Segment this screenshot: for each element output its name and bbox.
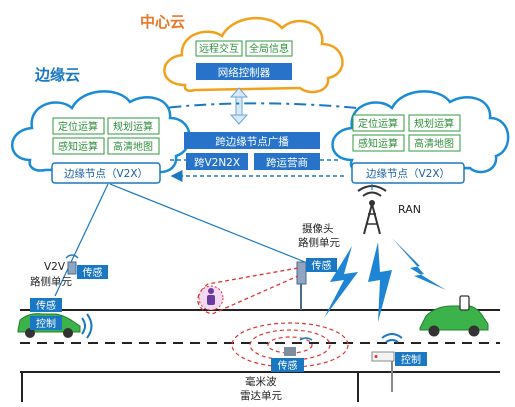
left-car-sense-tag-label: 传感 — [36, 299, 56, 312]
broadcast-box — [184, 132, 320, 149]
v2v-sense-tag — [77, 265, 108, 279]
right-car-icon — [419, 305, 489, 337]
camera-label-line1: 摄像头 — [302, 222, 334, 235]
left-node-to-car-line — [54, 183, 109, 297]
left-car-control-tag-label: 控制 — [36, 317, 56, 330]
ran-label: RAN — [398, 203, 421, 216]
edge-cloud-label: 边缘云 — [34, 66, 80, 84]
v2n2x-label: 跨V2N2X — [194, 157, 240, 169]
left-edge-node-label: 边缘节点（V2X） — [64, 167, 148, 180]
radar-label-line2: 雷达单元 — [240, 390, 282, 402]
radar-sense-tag — [271, 358, 304, 372]
right-edge-node-label: 边缘节点（V2X） — [366, 167, 450, 180]
global-info-label: 全局信息 — [249, 42, 289, 55]
camera-sense-tag-label: 传感 — [312, 259, 332, 272]
camera-sense-tag — [306, 258, 337, 272]
v2v-rsu-icon — [65, 254, 79, 275]
right-edge-cloud — [331, 90, 510, 174]
remote-interaction-box — [195, 40, 243, 57]
camera-detection-cone — [197, 267, 299, 315]
pedestrian-icon — [198, 285, 224, 311]
global-info-box — [245, 40, 293, 57]
left-box-positioning-label: 定位运算 — [58, 120, 98, 133]
right-box-planning-label: 规划运算 — [414, 117, 454, 130]
phone-icon — [459, 295, 470, 311]
left-box-positioning — [52, 117, 105, 135]
right-box-perception — [352, 134, 405, 152]
right-edge-node — [351, 162, 465, 184]
camera-rsu-icon — [296, 261, 307, 310]
v2v-label-line1: V2V — [44, 261, 66, 273]
cross-operator-label: 跨运营商 — [266, 156, 308, 169]
left-box-perception-label: 感知运算 — [58, 140, 98, 153]
network-controller-label: 网络控制器 — [218, 66, 271, 79]
lightning-bolt-icon — [324, 246, 358, 318]
radar-label-line1: 毫米波 — [245, 375, 277, 388]
right-box-positioning — [352, 114, 405, 132]
left-box-planning — [107, 117, 160, 135]
remote-interaction-label: 远程交互 — [199, 42, 239, 55]
left-box-hdmap-label: 高清地图 — [113, 140, 153, 153]
center-cloud-title: 中心云 — [140, 13, 185, 31]
lightning-bolt-icon — [392, 238, 446, 290]
ran-tower-icon — [357, 185, 387, 235]
left-car-sense-tag — [30, 298, 62, 312]
left-node-to-camera-line — [109, 183, 306, 263]
left-edge-node — [51, 162, 161, 184]
wifi-signal-icon — [81, 313, 93, 339]
v2v-label-line2: 路侧单元 — [30, 275, 72, 288]
left-box-hdmap — [107, 137, 160, 155]
right-rsu-icon — [371, 351, 395, 392]
left-car-control-tag — [30, 316, 62, 330]
wifi-signal-icon — [381, 333, 403, 343]
v2v-sense-tag-label: 传感 — [83, 266, 103, 279]
right-control-tag — [395, 352, 427, 366]
right-box-hdmap — [408, 134, 461, 152]
right-control-tag-label: 控制 — [401, 353, 421, 366]
camera-label-line2: 路侧单元 — [298, 236, 340, 249]
lightning-bolt-icon — [368, 242, 392, 322]
right-box-hdmap-label: 高清地图 — [414, 137, 454, 150]
right-box-perception-label: 感知运算 — [358, 137, 398, 150]
center-edge-link-arrow — [229, 87, 249, 125]
left-box-planning-label: 规划运算 — [113, 120, 153, 133]
network-controller-box — [196, 63, 292, 80]
right-box-positioning-label: 定位运算 — [358, 117, 398, 130]
cross-operator-box — [254, 153, 320, 170]
radar-sense-tag-label: 传感 — [278, 359, 298, 372]
left-box-perception — [52, 137, 105, 155]
radar-unit-icon — [284, 337, 313, 356]
right-box-planning — [408, 114, 461, 132]
broadcast-label: 跨边缘节点广播 — [215, 135, 289, 148]
v2n2x-box — [186, 153, 248, 170]
road — [20, 309, 500, 402]
